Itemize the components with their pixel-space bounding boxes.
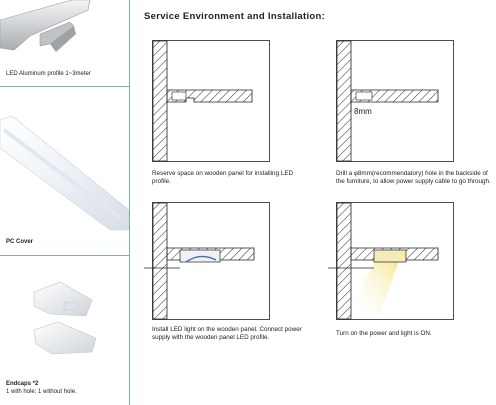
divider-1 [0,86,129,87]
aluminum-profile-image [0,0,91,52]
aluminum-profile-caption: LED Aluminum profile 1~3meter [6,71,91,77]
product-parts-column: LED Aluminum profile 1~3meter PC Cover E… [0,0,130,405]
divider-2 [0,255,129,256]
endcaps-image [33,281,97,355]
step-3-text: Install LED light on the wooden panel. C… [152,326,302,341]
column-divider [129,0,130,405]
step-2-text: Drill a φ8mm(recommendatory) hole in the… [336,170,491,185]
step-1-diagram [152,40,270,162]
pc-cover-image [0,115,130,231]
page-title: Service Environment and Installation: [144,11,326,22]
step-4-diagram [328,202,454,320]
step-3-diagram [144,202,270,320]
diameter-label: 8mm [354,107,372,116]
pc-cover-caption: PC Cover [6,239,34,245]
endcaps-caption: Endcaps *2 1 with hole; 1 without hole. [6,381,77,395]
step-1-text: Reserve space on wooden panel for instal… [152,170,294,185]
step-4-text: Turn on the power and light is ON. [336,330,432,337]
step-2-diagram: 8mm [336,40,454,162]
